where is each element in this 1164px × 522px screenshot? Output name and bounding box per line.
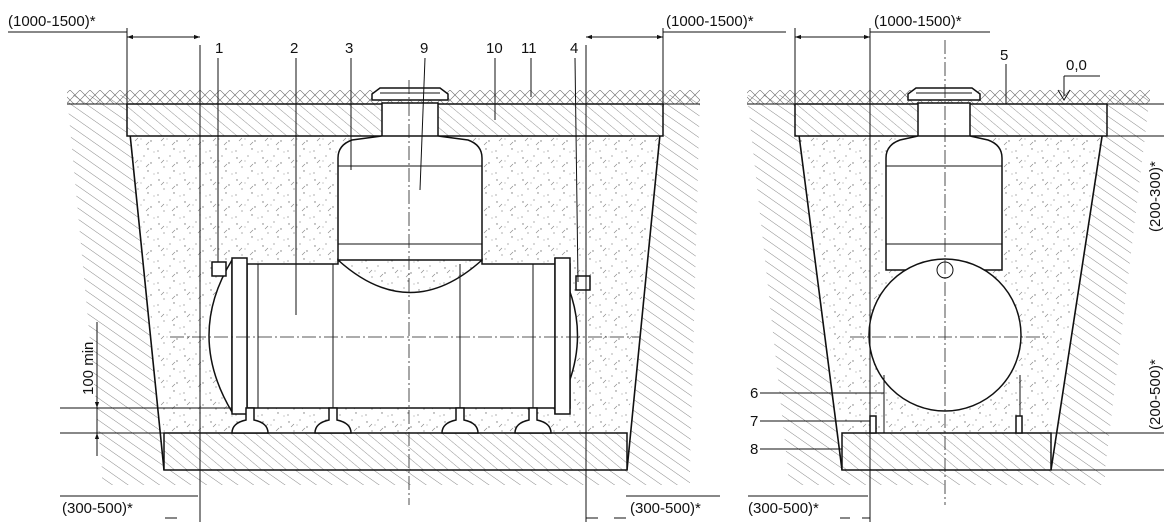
dim-top-left: (1000-1500)* xyxy=(8,13,96,30)
dim-top-mid: (1000-1500)* xyxy=(666,13,754,30)
dim-bottom-side: (300-500)* xyxy=(748,500,819,517)
dim-bottom-left: (300-500)* xyxy=(62,500,133,517)
callout-7: 7 xyxy=(750,413,758,430)
dim-bottom-right: (300-500)* xyxy=(630,500,701,517)
dim-top-right: (1000-1500)* xyxy=(874,13,962,30)
callout-2: 2 xyxy=(290,40,298,57)
level-mark: 0,0 xyxy=(1066,57,1087,74)
callout-9: 9 xyxy=(420,40,428,57)
callout-5: 5 xyxy=(1000,47,1008,64)
callout-3: 3 xyxy=(345,40,353,57)
callout-6: 6 xyxy=(750,385,758,402)
dim-vertical-bottom-side: (200-500)* xyxy=(1147,359,1164,430)
callout-8: 8 xyxy=(750,441,758,458)
callout-4: 4 xyxy=(570,40,578,57)
base-slab-left xyxy=(163,432,628,471)
callout-11: 11 xyxy=(521,40,537,57)
horizontal-tank xyxy=(208,87,591,434)
base-slab-right xyxy=(841,432,1052,471)
callout-1: 1 xyxy=(215,40,223,57)
callout-10: 10 xyxy=(486,40,503,57)
dim-100-min: 100 min xyxy=(80,342,97,395)
dim-vertical-top-side: (200-300)* xyxy=(1147,161,1164,232)
